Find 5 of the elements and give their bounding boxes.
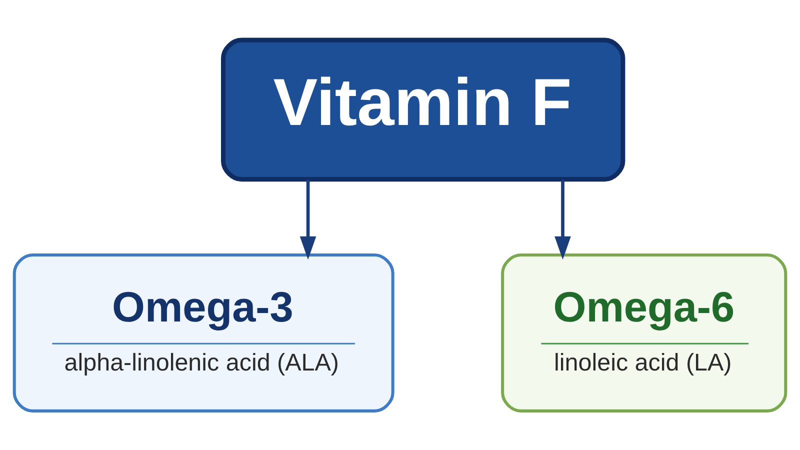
node-box: Vitamin F [220, 37, 626, 182]
arrow [300, 179, 316, 260]
arrow [554, 179, 571, 260]
node-box: Omega-6 linoleic acid (LA) [501, 253, 788, 412]
node-box: Omega-3 alpha-linolenic acid (ALA) [12, 253, 394, 412]
